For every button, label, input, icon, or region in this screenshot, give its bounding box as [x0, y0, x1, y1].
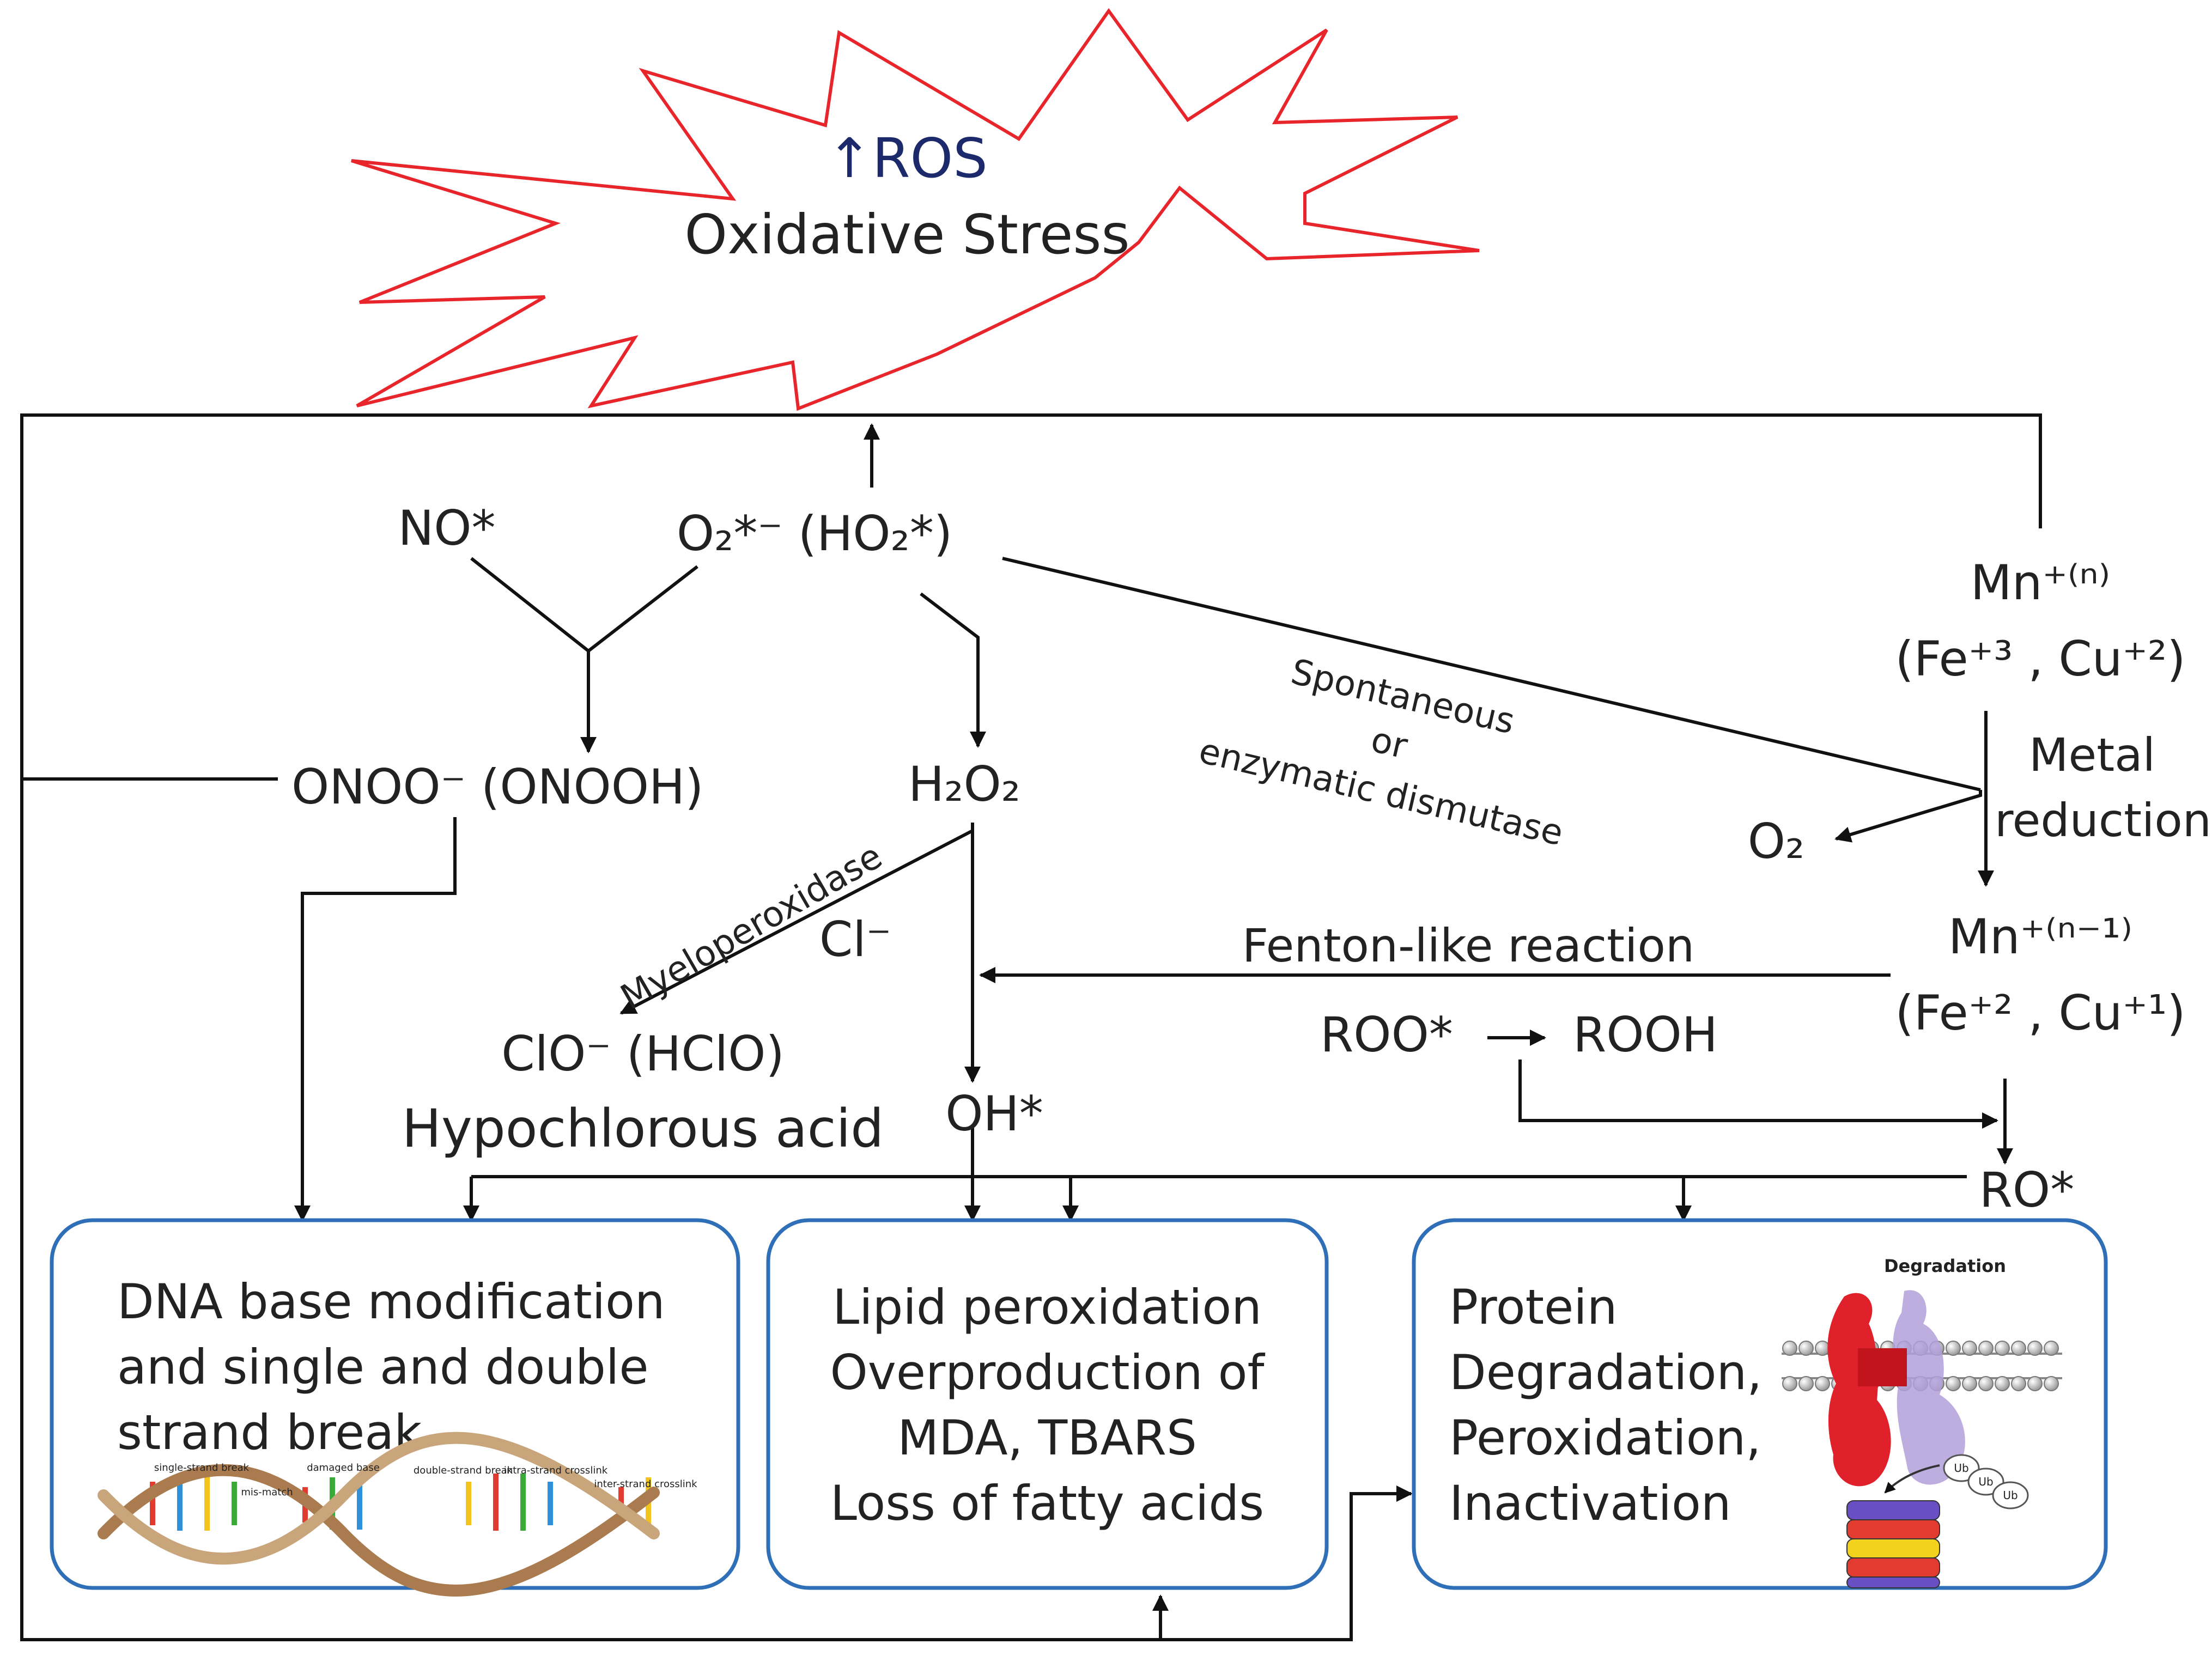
hydroxyl-radical-label: OH*	[945, 1086, 1043, 1142]
lipid-box-frame	[766, 1218, 1329, 1590]
fenton-label: Fenton-like reaction	[1242, 919, 1694, 972]
connectors	[20, 413, 2042, 1641]
metal-reduction-label-1: Metal	[2029, 728, 2155, 782]
protein-box-line-1: Protein	[1449, 1279, 1617, 1335]
h2o2-to-hclo-arrow	[619, 829, 974, 1015]
to-o2-arrow	[1834, 790, 1982, 843]
oxygen-label: O₂	[1748, 813, 1805, 869]
oxidative-stress-label: Oxidative Stress	[684, 203, 1129, 266]
h2o2-label: H₂O₂	[908, 756, 1020, 812]
metal-oxidized-examples: (Fe⁺³ , Cu⁺²)	[1895, 631, 2185, 687]
ub-label-1: Ub	[1954, 1462, 1968, 1475]
no-branch-line	[470, 557, 590, 653]
feedback-loop-line	[20, 413, 2042, 1641]
dna-label-inter-strand: inter-strand crosslink	[594, 1478, 697, 1490]
dna-label-intra-strand: intra-strand crosslink	[504, 1465, 608, 1476]
protein-box-frame	[1412, 1218, 2108, 1590]
protein-damage-box: Protein Degradation, Peroxidation, Inact…	[1412, 1218, 2108, 1590]
protein-figure-title: Degradation	[1884, 1256, 2006, 1276]
dna-box-line-3: strand break	[117, 1404, 422, 1460]
superoxide-to-h2o2-arrow	[920, 592, 986, 748]
alkoxyl-radical-label: RO*	[1979, 1162, 2074, 1218]
ros-label: ↑ROS	[827, 126, 987, 190]
species-labels: NO* O₂*⁻ (HO₂*) ONOO⁻ (ONOOH) H₂O₂ ClO⁻ …	[291, 500, 2186, 1218]
ub-label-3: Ub	[2003, 1489, 2017, 1502]
peroxyl-radical-label: ROO*	[1320, 1007, 1453, 1063]
dismutase-line	[1002, 557, 1981, 792]
hypochlorous-acid-label: Hypochlorous acid	[402, 1098, 884, 1159]
onoo-to-dna-arrow	[294, 817, 457, 1222]
oxidative-stress-burst: ↑ROS Oxidative Stress	[351, 8, 1480, 411]
superoxide-label: O₂*⁻ (HO₂*)	[677, 506, 952, 562]
dna-label-double-strand: double-strand break	[414, 1465, 513, 1476]
proteasome-illustration: Degradation	[1782, 1256, 2062, 1588]
metal-reduction-label-2: reduction	[1995, 794, 2211, 847]
lipid-peroxidation-box: Lipid peroxidation Overproduction of MDA…	[766, 1218, 1329, 1590]
dna-damage-box: DNA base modification and single and dou…	[50, 1218, 740, 1597]
dna-label-damaged-base: damaged base	[307, 1462, 380, 1474]
burst-shape	[351, 8, 1480, 411]
hydroperoxide-label: ROOH	[1573, 1007, 1718, 1063]
metal-reduced-label: Mn⁺⁽ⁿ⁻¹⁾	[1948, 909, 2132, 965]
dna-helix-illustration: single-strand break mis-match damaged ba…	[98, 1432, 697, 1597]
superoxide-branch-line	[587, 565, 698, 653]
dna-box-line-1: DNA base modification	[117, 1274, 665, 1330]
protein-box-line-3: Peroxidation,	[1449, 1410, 1761, 1466]
roo-to-ro-arrow	[1518, 1060, 1998, 1129]
metal-reduced-examples: (Fe⁺² , Cu⁺¹)	[1895, 985, 2185, 1041]
lipid-box-line-3: MDA, TBARS	[897, 1410, 1197, 1466]
dna-label-single-strand: single-strand break	[154, 1462, 250, 1474]
hypochlorite-label: ClO⁻ (HClO)	[501, 1026, 785, 1082]
dismutase-label-2: or	[1368, 720, 1412, 767]
peroxynitrite-label: ONOO⁻ (ONOOH)	[291, 759, 704, 815]
lipid-box-line-4: Loss of fatty acids	[830, 1475, 1264, 1531]
lipid-box-line-2: Overproduction of	[830, 1344, 1266, 1401]
protein-box-line-4: Inactivation	[1449, 1475, 1731, 1531]
dna-label-mismatch: mis-match	[241, 1487, 293, 1498]
lipid-box-line-1: Lipid peroxidation	[832, 1279, 1262, 1335]
metal-oxidized-label: Mn⁺⁽ⁿ⁾	[1971, 555, 2110, 611]
chloride-label: Cl⁻	[819, 911, 891, 967]
protein-box-line-2: Degradation,	[1449, 1344, 1762, 1401]
dna-box-line-2: and single and double	[117, 1339, 648, 1395]
ub-label-2: Ub	[1978, 1475, 1993, 1488]
dna-box-frame	[50, 1218, 740, 1590]
no-radical-label: NO*	[398, 500, 495, 556]
